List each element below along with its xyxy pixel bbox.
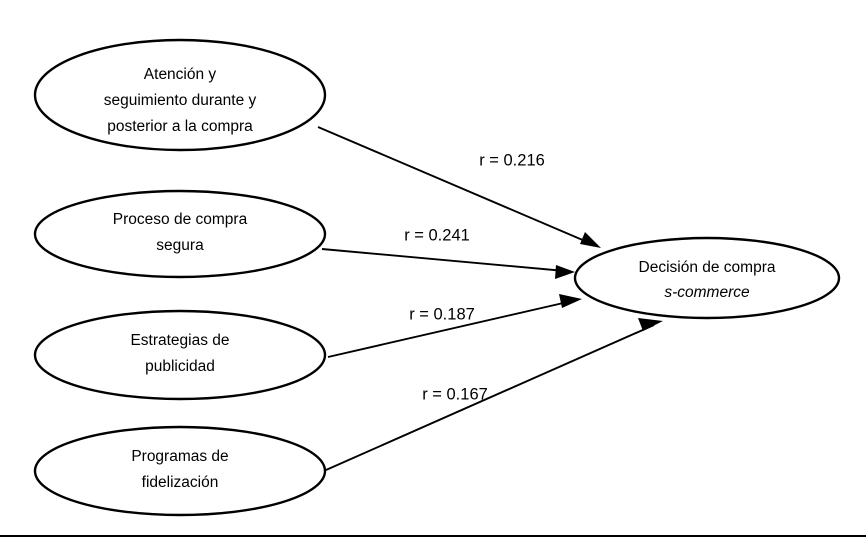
node-estrategias-publicidad[interactable]: Estrategias de publicidad [33,309,327,401]
node-label-line-3: posterior a la compra [107,118,253,135]
edge-label-programas: r = 0.167 [422,385,488,403]
edge-label-atencion: r = 0.216 [479,151,545,169]
ellipse-shape [33,309,327,401]
node-label-line-1: Proceso de compra [113,211,248,228]
node-label-line-2: seguimiento durante y [104,92,257,109]
ellipse-shape [573,236,841,320]
arrow-head-icon [559,294,582,308]
edge-programas-to-decision[interactable] [325,318,663,471]
edge-line [325,324,655,471]
node-label-line-1: Programas de [131,448,228,465]
edge-line [321,248,566,272]
node-atencion-seguimiento[interactable]: Atención y seguimiento durante y posteri… [33,38,327,152]
node-label-line-1: Decisión de compra [639,259,776,276]
edge-estrategias-to-decision[interactable] [327,294,582,358]
node-proceso-compra-segura[interactable]: Proceso de compra segura [33,189,327,279]
ellipse-shape [33,189,327,279]
edge-group [317,126,663,471]
node-decision-compra[interactable]: Decisión de compra s-commerce [573,236,841,320]
edge-label-group: r = 0.216 r = 0.241 r = 0.187 r = 0.167 [404,151,545,403]
edge-line [317,126,593,245]
node-label-line-1: Atención y [144,66,217,83]
node-label-line-2: segura [156,237,204,254]
ellipse-shape [33,38,327,152]
edge-line [327,300,573,358]
edge-label-estrategias: r = 0.187 [409,305,475,323]
edge-proceso-to-decision[interactable] [321,248,575,279]
node-label-line-2: fidelización [142,474,219,491]
arrow-head-icon [555,265,575,279]
edge-atencion-to-decision[interactable] [317,126,601,248]
ellipse-shape [33,425,327,517]
edge-label-proceso: r = 0.241 [404,226,470,244]
node-label-line-2: publicidad [145,358,215,375]
node-programas-fidelizacion[interactable]: Programas de fidelización [33,425,327,517]
node-label-line-2: s-commerce [664,284,750,301]
arrow-head-icon [580,232,601,248]
node-label-line-1: Estrategias de [130,332,229,349]
arrow-head-icon [638,318,663,331]
